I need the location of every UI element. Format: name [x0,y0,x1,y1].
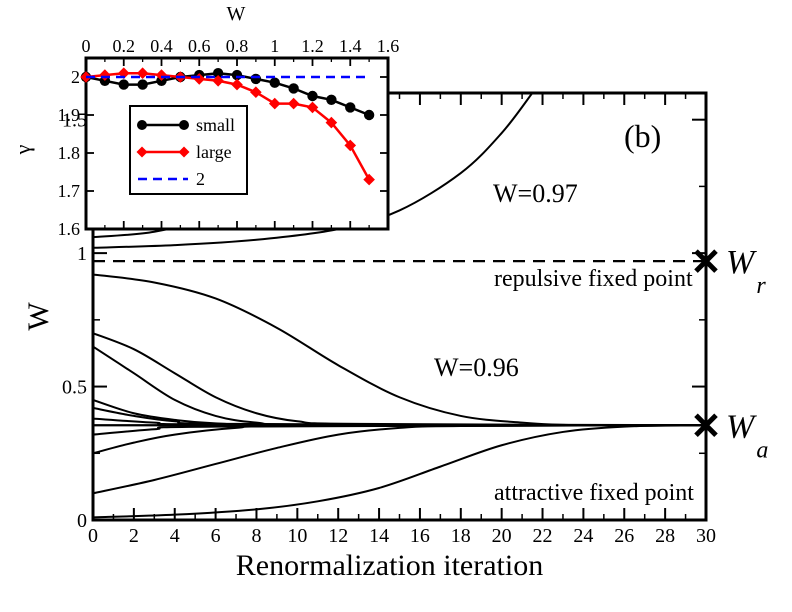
y-tick-label: 1.5 [62,110,87,132]
flow-line-7 [93,398,706,427]
x-tick-label: 24 [573,525,593,547]
inset-legend-marker-small [137,120,147,130]
inset-point-large [231,78,243,91]
flow-line-8 [93,406,706,427]
x-tick-label: 20 [492,525,512,547]
x-tick-label: 0 [88,525,98,547]
inset-legend-marker-large [178,146,190,158]
inset-point-large [268,97,281,110]
x-tick-label: 2 [129,525,139,547]
inset-x-tick-label: 0.2 [113,36,136,56]
inset-point-small [137,79,148,90]
x-tick-label: 16 [410,525,430,547]
inset-y-tick-label: 1.7 [58,181,81,201]
inset-point-large [287,97,300,110]
x-tick-label: 28 [655,525,675,547]
x-tick-label: 14 [369,525,389,547]
inset-y-tick-label: 1.8 [58,143,81,163]
inset-legend-marker-large [136,146,148,158]
x-tick-label: 8 [251,525,261,547]
inset-legend-box [129,105,248,195]
inset-series-large [80,67,375,186]
inset-point-small [212,68,224,79]
fixed-point-subscript: r [756,273,766,299]
inset-point-small [363,109,375,121]
y-tick-label: 0 [77,510,87,532]
x-tick-label: 6 [211,525,221,547]
inset-legend-marker-small [179,120,189,130]
inset-legend-label-small: small [196,115,235,135]
y-axis-title: W [22,302,55,331]
inset-x-tick-label: 0.4 [150,36,173,56]
inset-x-tick-label: 1.6 [377,36,400,56]
inset-point-small [288,83,299,94]
flow-line-label-0: W=0.97 [493,179,578,208]
inset-x-tick-label: 0.8 [226,36,249,56]
inset-x-tick-label: 0.6 [188,36,211,56]
inset-y-tick-label: 2 [71,67,80,87]
inset-line-large [85,71,371,181]
flow-line-11 [93,424,706,455]
flow-line-label-4: W=0.96 [434,353,519,382]
inset-point-small [307,90,318,102]
x-axis-title: Renormalization iteration [236,549,543,582]
fixed-point-label-r: Wr [726,244,766,299]
inset-point-large [363,173,375,186]
inset-legend: small large 2 [129,105,248,195]
x-tick-label: 30 [696,525,716,547]
inset-y-axis-title: γ [10,144,35,155]
inset-point-small [269,77,280,88]
x-tick-label: 12 [328,525,348,547]
inset-point-small [345,102,356,113]
inset-y-tick-label: 1.9 [58,105,81,125]
x-tick-label: 26 [614,525,634,547]
fixed-point-marker-a [694,413,718,438]
inset-point-small [326,94,337,106]
fixed-point-marker-r [694,249,718,273]
flow-line-4 [93,273,706,427]
flow-line-12 [93,424,706,495]
inset-line-small [85,71,370,117]
inset-point-small [118,79,129,90]
inset-legend-label-2: 2 [196,169,205,189]
inset-x-tick-label: 1.4 [339,36,362,56]
inset-y-tick-label: 1.6 [58,219,81,239]
inset-plot: 0 0.2 0.4 0.6 0.8 1 1.2 1.4 1.6 1.6 1.7 1.8 1.9 2 Wγ sm… [10,3,399,239]
inset-x-tick-label: 0 [82,36,91,56]
inset-point-large [325,116,338,129]
x-tick-label: 10 [287,525,307,547]
flow-line-6 [93,345,706,427]
y-tick-label: 0.5 [62,377,87,399]
x-tick-label: 18 [451,525,471,547]
inset-x-axis-title: W [227,3,246,25]
inset-series-small [80,68,375,121]
inset-point-large [344,139,357,152]
fixed-point-subscript: a [756,437,768,463]
x-tick-label: 4 [170,525,180,547]
fixed-point-annotation-a: attractive fixed point [494,480,694,506]
y-tick-label: 1 [77,243,87,265]
fixed-point-label-a: Wa [726,408,768,463]
inset-x-tick-label: 1 [270,36,279,56]
inset-point-large [250,86,262,98]
inset-point-small [231,69,243,81]
fixed-point-annotation-r: repulsive fixed point [494,266,693,292]
inset-point-small [250,73,262,85]
flow-line-13 [93,424,706,519]
inset-point-large [306,101,319,114]
inset-x-tick-label: 1.2 [301,36,324,56]
x-tick-label: 22 [533,525,553,547]
flow-line-5 [93,332,706,427]
inset-legend-label-large: large [196,142,232,162]
panel-label: (b) [624,118,661,154]
